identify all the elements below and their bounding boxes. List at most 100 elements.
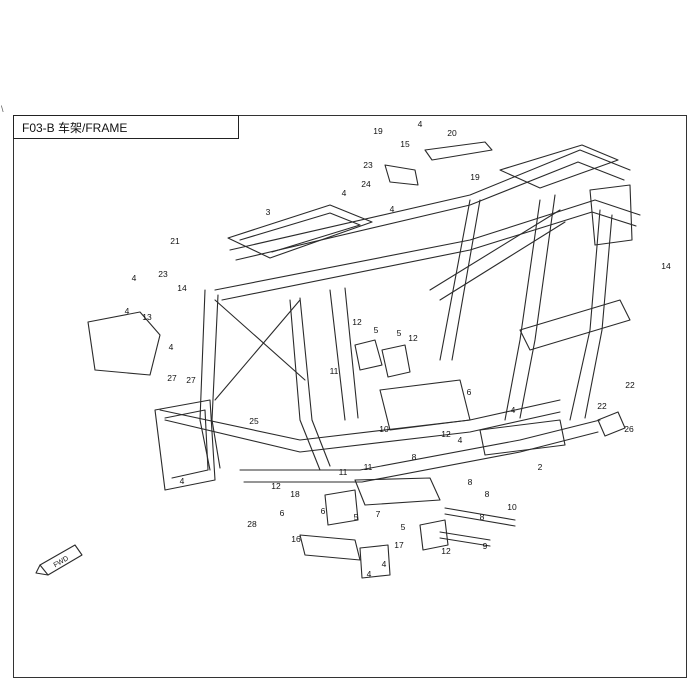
callout-13: 13 — [142, 312, 152, 322]
callout-14: 14 — [177, 283, 187, 293]
front-rack-inner — [239, 212, 361, 253]
callout-11: 11 — [330, 366, 339, 376]
lower-rail-left-2 — [164, 411, 561, 453]
callout-22: 22 — [597, 401, 607, 411]
front-upright-right — [289, 299, 321, 471]
long-bolt-9 — [439, 531, 491, 547]
long-bolt-10 — [444, 507, 516, 527]
callout-14: 14 — [661, 261, 671, 271]
callout-12: 12 — [441, 546, 451, 556]
front-brace — [214, 299, 306, 401]
frame-top-rail-right — [214, 199, 641, 291]
callout-27: 27 — [186, 375, 196, 385]
callout-11: 11 — [364, 462, 373, 472]
rear-bracket — [479, 419, 566, 456]
engine-mount-right — [381, 344, 411, 378]
callout-17: 17 — [394, 540, 404, 550]
drawing-border — [13, 115, 687, 678]
lower-arm-bracket — [354, 477, 441, 506]
callout-12: 12 — [271, 481, 281, 491]
lower-rail-right — [239, 419, 601, 471]
callout-25: 25 — [249, 416, 259, 426]
callout-23: 23 — [158, 269, 168, 279]
callout-8: 8 — [485, 489, 490, 499]
rear-upright — [504, 194, 556, 421]
callout-12: 12 — [408, 333, 418, 343]
callout-5: 5 — [401, 522, 406, 532]
lower-rail-left — [159, 399, 561, 441]
fwd-arrow — [39, 544, 83, 576]
callout-6: 6 — [321, 506, 326, 516]
callout-4: 4 — [511, 405, 516, 415]
callout-4: 4 — [382, 559, 387, 569]
lower-rail-right-2 — [243, 431, 599, 483]
lower-mount-17 — [359, 544, 391, 579]
lower-shock-bracket — [324, 489, 359, 526]
corner-mark: \ — [1, 104, 4, 114]
seat-bracket — [424, 141, 493, 161]
callout-8: 8 — [468, 477, 473, 487]
callout-12: 12 — [352, 317, 362, 327]
callout-5: 5 — [354, 512, 359, 522]
callout-4: 4 — [132, 273, 137, 283]
callout-4: 4 — [169, 342, 174, 352]
callout-10: 10 — [379, 424, 389, 434]
callout-20: 20 — [447, 128, 457, 138]
front-bumper-box — [154, 399, 216, 491]
callout-26: 26 — [624, 424, 634, 434]
frame-top-rail-left-inner — [235, 161, 625, 261]
callout-8: 8 — [480, 512, 485, 522]
callout-22: 22 — [625, 380, 635, 390]
callout-3: 3 — [266, 207, 271, 217]
callout-24: 24 — [361, 179, 371, 189]
diagonal-cross — [429, 209, 566, 301]
callout-4: 4 — [367, 569, 372, 579]
callout-4: 4 — [180, 476, 185, 486]
callout-18: 18 — [290, 489, 300, 499]
callout-8: 8 — [412, 452, 417, 462]
mid-upright — [329, 287, 359, 421]
rear-upright-2 — [569, 209, 613, 421]
callout-6: 6 — [467, 387, 472, 397]
callout-4: 4 — [390, 204, 395, 214]
callout-4: 4 — [418, 119, 423, 129]
front-rack — [227, 204, 373, 259]
engine-mount-left — [354, 339, 383, 371]
callout-4: 4 — [342, 188, 347, 198]
callout-15: 15 — [400, 139, 410, 149]
plate-26 — [597, 411, 626, 437]
callout-7: 7 — [376, 509, 381, 519]
front-plate — [87, 311, 161, 376]
callout-5: 5 — [397, 328, 402, 338]
skid-rail — [379, 379, 471, 431]
callout-5: 5 — [374, 325, 379, 335]
lower-mount-16 — [299, 534, 361, 561]
rear-crossmember — [519, 299, 631, 351]
callout-27: 27 — [167, 373, 177, 383]
front-upright-right-2 — [299, 297, 331, 467]
front-bumper-inner — [164, 409, 209, 479]
callout-4: 4 — [458, 435, 463, 445]
callout-4: 4 — [125, 306, 130, 316]
rear-shock-mount — [589, 184, 633, 246]
seat-latch — [384, 164, 419, 186]
front-upright-left-2 — [211, 294, 221, 469]
front-upright-left — [199, 289, 211, 471]
callout-21: 21 — [170, 236, 180, 246]
frame-top-rail-left — [229, 149, 631, 251]
callout-23: 23 — [363, 160, 373, 170]
diagram-title: F03-B 车架/FRAME — [22, 121, 128, 135]
callout-10: 10 — [507, 502, 517, 512]
frame-top-rail-right-inner — [221, 211, 637, 301]
callout-9: 9 — [483, 541, 488, 551]
callout-11: 11 — [339, 467, 348, 477]
callout-12: 12 — [441, 429, 451, 439]
callout-2: 2 — [538, 462, 543, 472]
rear-rack — [499, 144, 619, 189]
callout-28: 28 — [247, 519, 257, 529]
callout-19: 19 — [373, 126, 383, 136]
lower-mount-5 — [419, 519, 449, 551]
callout-19: 19 — [470, 172, 480, 182]
